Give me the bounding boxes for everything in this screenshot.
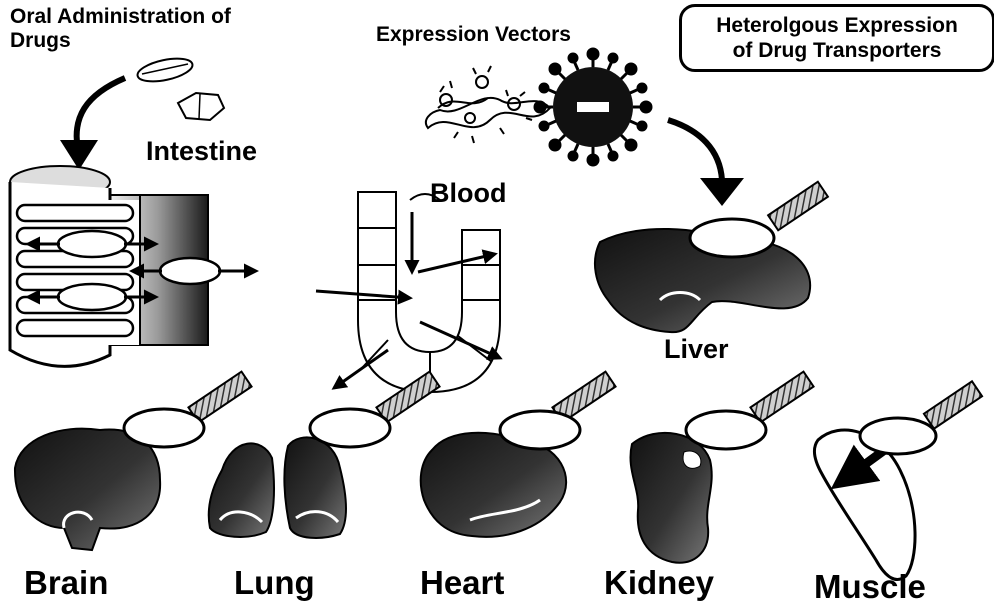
heterologous-line1: Heterolgous Expression (692, 13, 982, 38)
brain-label: Brain (24, 566, 108, 599)
transporter-oval-icon (124, 409, 204, 447)
transporter-oval-icon (58, 231, 126, 257)
plasmid-icon (426, 66, 550, 143)
transporter-duct-icon (188, 372, 251, 423)
arrow-icon (700, 178, 744, 206)
oral-administration-label-line1: Oral Administration of (10, 6, 231, 27)
transporter-oval-icon (686, 411, 766, 449)
transporter-oval-icon (860, 418, 936, 454)
pill-icon (136, 54, 224, 120)
heterologous-line2: of Drug Transporters (692, 38, 982, 63)
liver-label: Liver (664, 336, 729, 363)
brain-icon (15, 429, 160, 550)
heterologous-expression-box: Heterolgous Expression of Drug Transport… (679, 4, 994, 72)
lung-icon (209, 437, 346, 537)
blood-label: Blood (430, 180, 506, 207)
oral-administration-label-line2: Drugs (10, 30, 71, 51)
virus-vector-icon (535, 49, 651, 165)
transporter-duct-icon (924, 381, 982, 428)
transporter-duct-icon (768, 182, 828, 230)
transporter-oval-icon (58, 284, 126, 310)
arrow-icon (77, 78, 125, 150)
muscle-label: Muscle (814, 570, 926, 603)
kidney-icon (630, 433, 711, 563)
arrow-icon (668, 120, 722, 180)
transporter-oval-icon (500, 411, 580, 449)
transporter-oval-icon (310, 409, 390, 447)
expression-vectors-label: Expression Vectors (376, 24, 571, 45)
heart-label: Heart (420, 566, 504, 599)
blood-vessel-icon (358, 192, 500, 392)
transporter-duct-icon (750, 372, 813, 423)
transporter-oval-icon (690, 219, 774, 257)
kidney-label: Kidney (604, 566, 714, 599)
transporter-oval-icon (160, 258, 220, 284)
lung-label: Lung (234, 566, 315, 599)
intestine-label: Intestine (146, 138, 257, 165)
